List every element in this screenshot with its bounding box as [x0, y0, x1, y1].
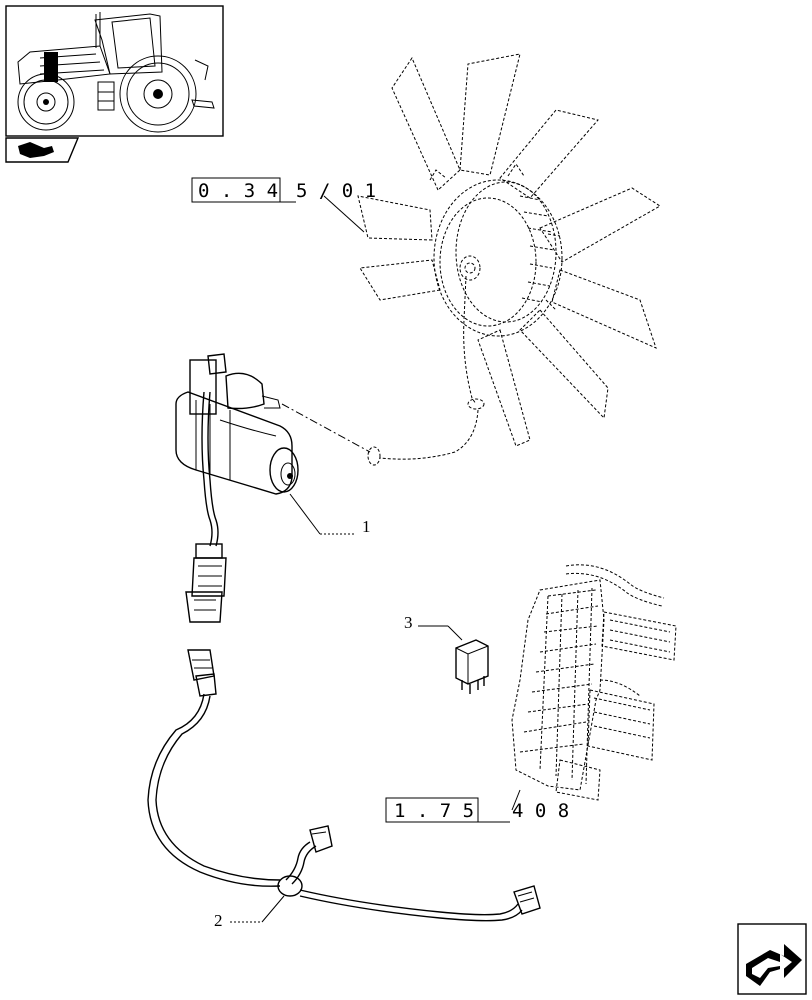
wiring-harness-part[interactable]: [147, 649, 541, 922]
pointing-hand-icon[interactable]: [5, 137, 80, 163]
fan-reference-box-text: 0 . 3 4: [198, 180, 278, 202]
motor-to-fan-link-line: [281, 403, 371, 453]
cooling-fan-drawing: [357, 53, 661, 466]
fuse-box-reference-box-text: 1 . 7 5: [394, 800, 474, 822]
relay-callout-number: 3: [404, 613, 413, 632]
relay-part[interactable]: 3: [404, 613, 489, 694]
fuse-box-reference-suffix: 4 0 8: [512, 800, 569, 822]
harness-callout-number: 2: [214, 911, 223, 930]
fuse-box-reference-label[interactable]: 1 . 7 5 4 0 8: [385, 789, 569, 823]
next-page-arrow-icon[interactable]: [737, 923, 807, 995]
fuse-box-drawing: [511, 564, 677, 801]
fan-reference-suffix: 5 / 0 1: [296, 180, 376, 202]
tractor-thumbnail-icon: [5, 5, 224, 137]
motor-callout-number: 1: [362, 517, 371, 536]
motor-callout-leader: [289, 493, 321, 535]
fan-reference-label[interactable]: 0 . 3 4 5 / 0 1: [191, 177, 376, 233]
fan-motor-part[interactable]: [175, 353, 299, 623]
